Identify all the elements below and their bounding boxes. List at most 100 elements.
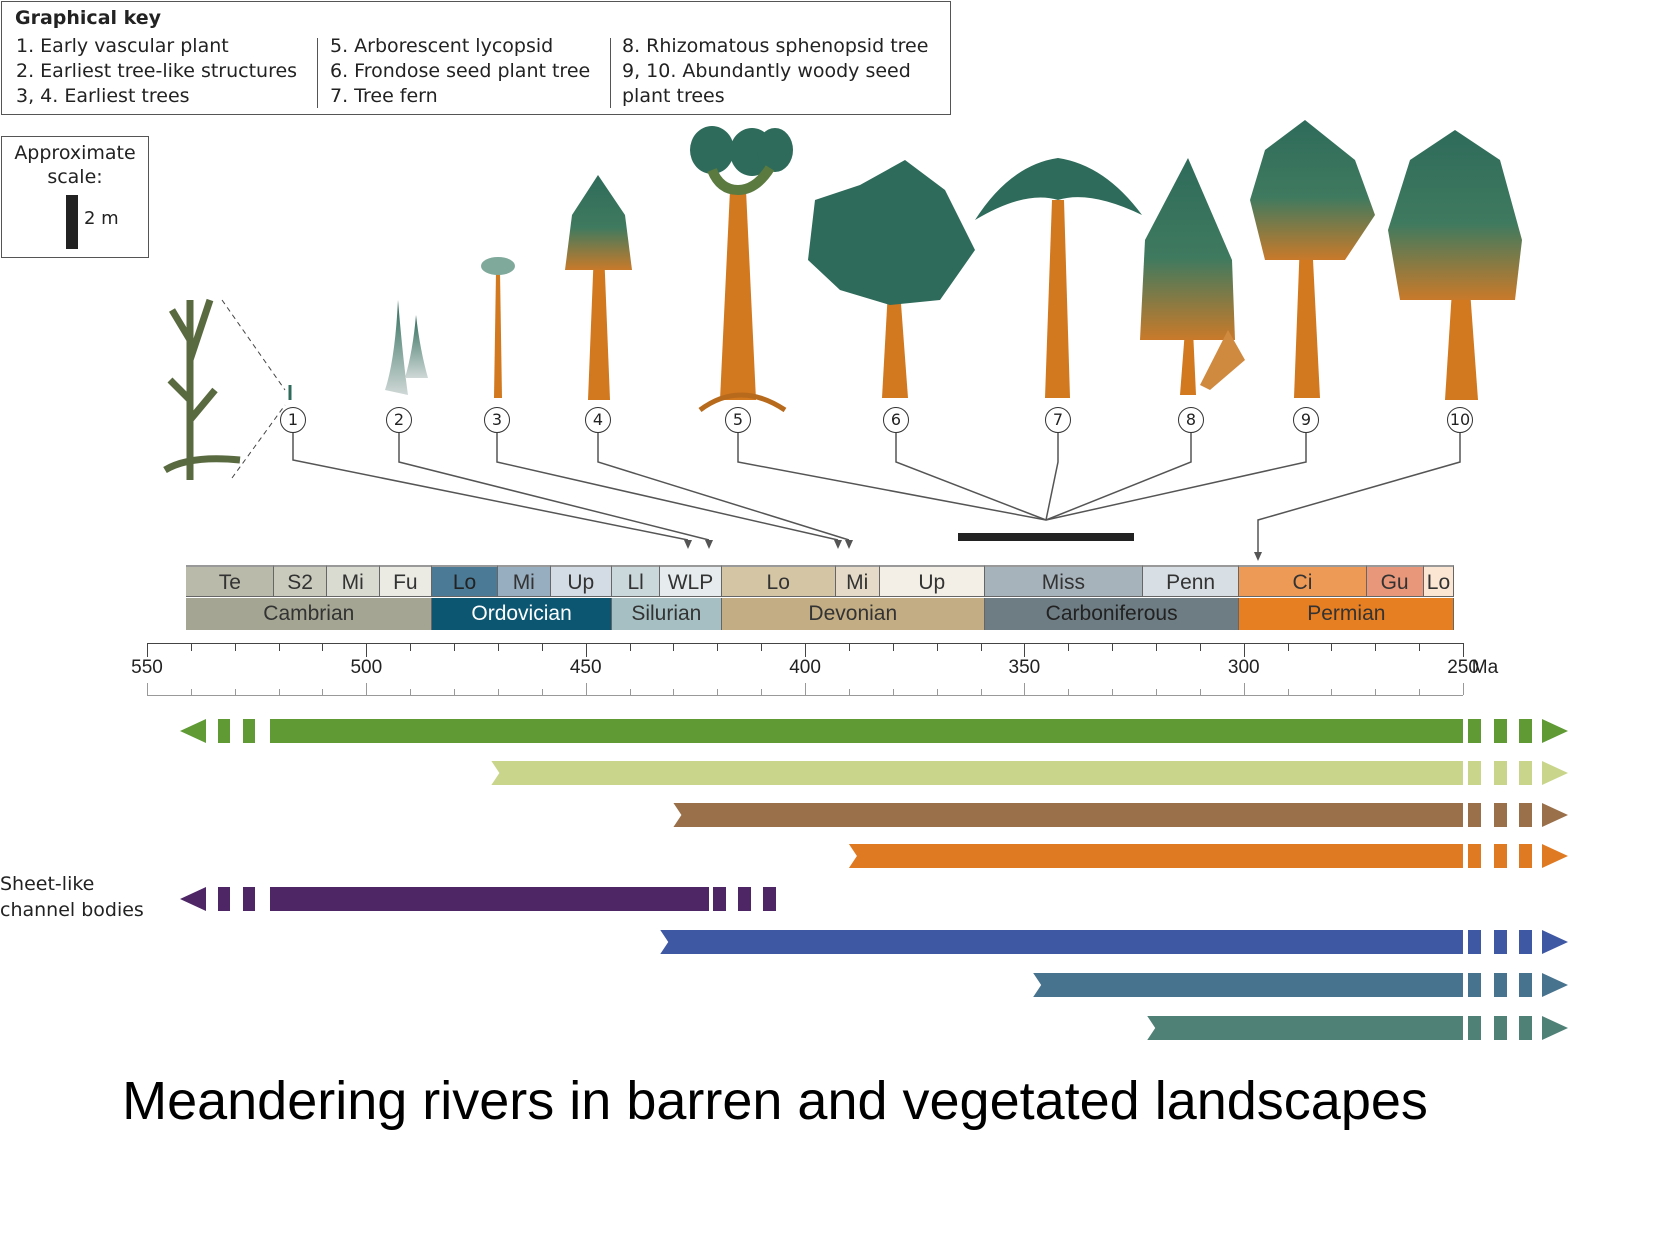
range-bar [269,887,709,911]
tick [190,689,192,695]
tick [1287,643,1289,651]
range-bar [269,719,1463,743]
plant-illustrations [163,120,1522,561]
dash [1494,930,1507,954]
period-devonian: Devonian [721,598,985,630]
dash [1519,930,1532,954]
tick [936,643,938,651]
tick [805,643,807,657]
plant-10 [1388,130,1522,400]
epoch-penn: Penn [1142,565,1240,597]
plant-number-5: 5 [725,407,751,433]
dash [1468,719,1481,743]
dash [737,887,751,911]
tick [1287,689,1289,695]
right-arrow [1542,761,1568,785]
scale-box: Approximate scale: 2 m [1,136,149,258]
plant-7 [975,158,1142,398]
dash [762,887,776,911]
tick [892,643,894,651]
plant-1 [163,298,292,480]
range-bar [491,761,1463,785]
tick [410,689,412,695]
tick [147,643,148,657]
epoch-ci: Ci [1239,565,1367,597]
right-arrow [1542,844,1568,868]
period-cambrian: Cambrian [186,598,433,630]
tick [497,689,499,695]
tick [585,683,587,695]
dash [1468,930,1481,954]
plant-number-9: 9 [1293,407,1319,433]
axis-unit: Ma [1471,657,1499,678]
tick [717,689,719,695]
tick [805,683,807,695]
key-col-3: 8. Rhizomatous sphenopsid tree 9, 10. Ab… [622,34,928,109]
epoch-up: Up [879,565,985,597]
key-item: 1. Early vascular plant [16,35,229,57]
plant-4 [565,175,632,400]
key-item: 5. Arborescent lycopsid [330,35,554,57]
tick [848,689,850,695]
key-col-1: 1. Early vascular plant 2. Earliest tree… [16,34,297,109]
tick [366,643,368,657]
right-arrow [1542,803,1568,827]
arrowheads [684,540,1262,561]
range-bar [848,844,1463,868]
tick [1199,689,1201,695]
tick [1331,689,1333,695]
dash [1494,803,1507,827]
key-item: 7. Tree fern [330,85,438,107]
tick-label: 450 [569,657,602,678]
tick [980,689,982,695]
tick [454,689,456,695]
dash [1519,973,1532,997]
tick [585,643,587,657]
dash [712,887,726,911]
tick [673,689,675,695]
plant-2 [385,300,428,395]
dash [243,719,255,743]
tick [1068,689,1070,695]
scale-bar [66,195,78,249]
dash [1519,719,1532,743]
scale-label: Approximate scale: [14,142,136,188]
tick [366,683,368,695]
plant-number-8: 8 [1178,407,1204,433]
tick [1112,689,1114,695]
tick [1375,643,1377,651]
key-item: 3, 4. Earliest trees [16,85,190,107]
epoch-lo: Lo [1423,565,1455,597]
range-bar [958,533,1134,541]
epoch-gu: Gu [1366,565,1424,597]
dash [1519,1016,1532,1040]
tick [848,643,850,651]
tick-label: 250 [1447,657,1479,678]
tick [629,643,631,651]
range-bar [673,803,1463,827]
dash [1494,973,1507,997]
epoch-wlp: WLP [660,565,722,597]
right-arrow [1542,1016,1568,1040]
tick [497,643,499,651]
dash [1519,844,1532,868]
epoch-mi: Mi [497,565,551,597]
plant-number-6: 6 [883,407,909,433]
tick [1419,689,1421,695]
graphical-key: Graphical key 1. Early vascular plant 2.… [1,1,951,115]
tick [1156,643,1157,651]
left-arrow [180,887,206,911]
tick [673,643,675,651]
axis-line [147,643,1463,644]
plant-number-7: 7 [1045,407,1071,433]
left-arrow [180,719,206,743]
period-permian: Permian [1239,598,1455,630]
tick [717,643,719,651]
divider [317,38,318,108]
epoch-ll: Ll [612,565,661,597]
dash [1494,719,1507,743]
epoch-fu: Fu [379,565,433,597]
tick [1156,689,1157,695]
tick-label: 500 [350,657,383,678]
connector-lines [292,433,1461,555]
